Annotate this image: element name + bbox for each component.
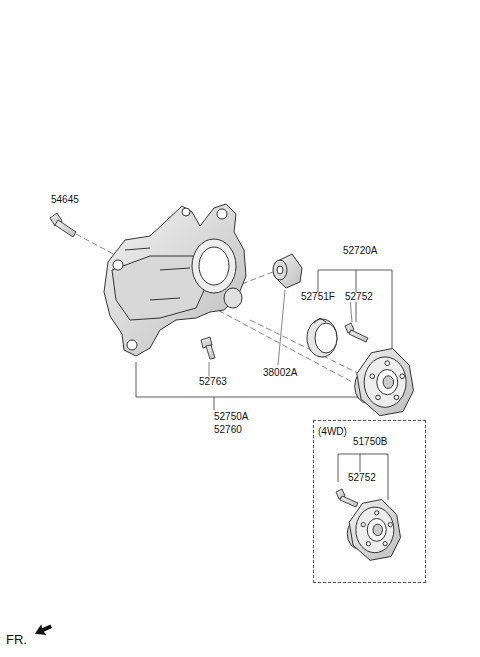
- knuckle: [104, 204, 246, 356]
- part-number: 52752: [347, 473, 377, 483]
- wheel-hub: [355, 349, 414, 416]
- wheel-hub: [347, 500, 400, 561]
- region-label: (4WD): [314, 423, 347, 437]
- axis-line: [250, 320, 372, 380]
- bolt: [50, 213, 76, 237]
- direction-label: FR.: [5, 633, 28, 646]
- part-number: 52763: [198, 377, 228, 387]
- bushing: [273, 254, 302, 288]
- part-number: 38002A: [262, 368, 298, 378]
- part-number: 52760: [213, 425, 243, 435]
- part-number: 54645: [50, 195, 80, 205]
- bracket: [136, 270, 392, 500]
- part-number: 52720A: [342, 246, 378, 256]
- leader-line: [209, 362, 210, 376]
- front-arrow: [32, 621, 53, 639]
- bolt: [201, 337, 215, 359]
- part-number: 52752: [344, 292, 374, 302]
- hub-bolt: [336, 489, 358, 507]
- part-number: 52750A: [213, 412, 249, 422]
- leader-line: [278, 290, 285, 365]
- hub-bolt: [345, 323, 368, 342]
- seal-ring: [307, 318, 337, 357]
- part-number: 52751F: [300, 292, 336, 302]
- part-number: 51750B: [352, 437, 388, 447]
